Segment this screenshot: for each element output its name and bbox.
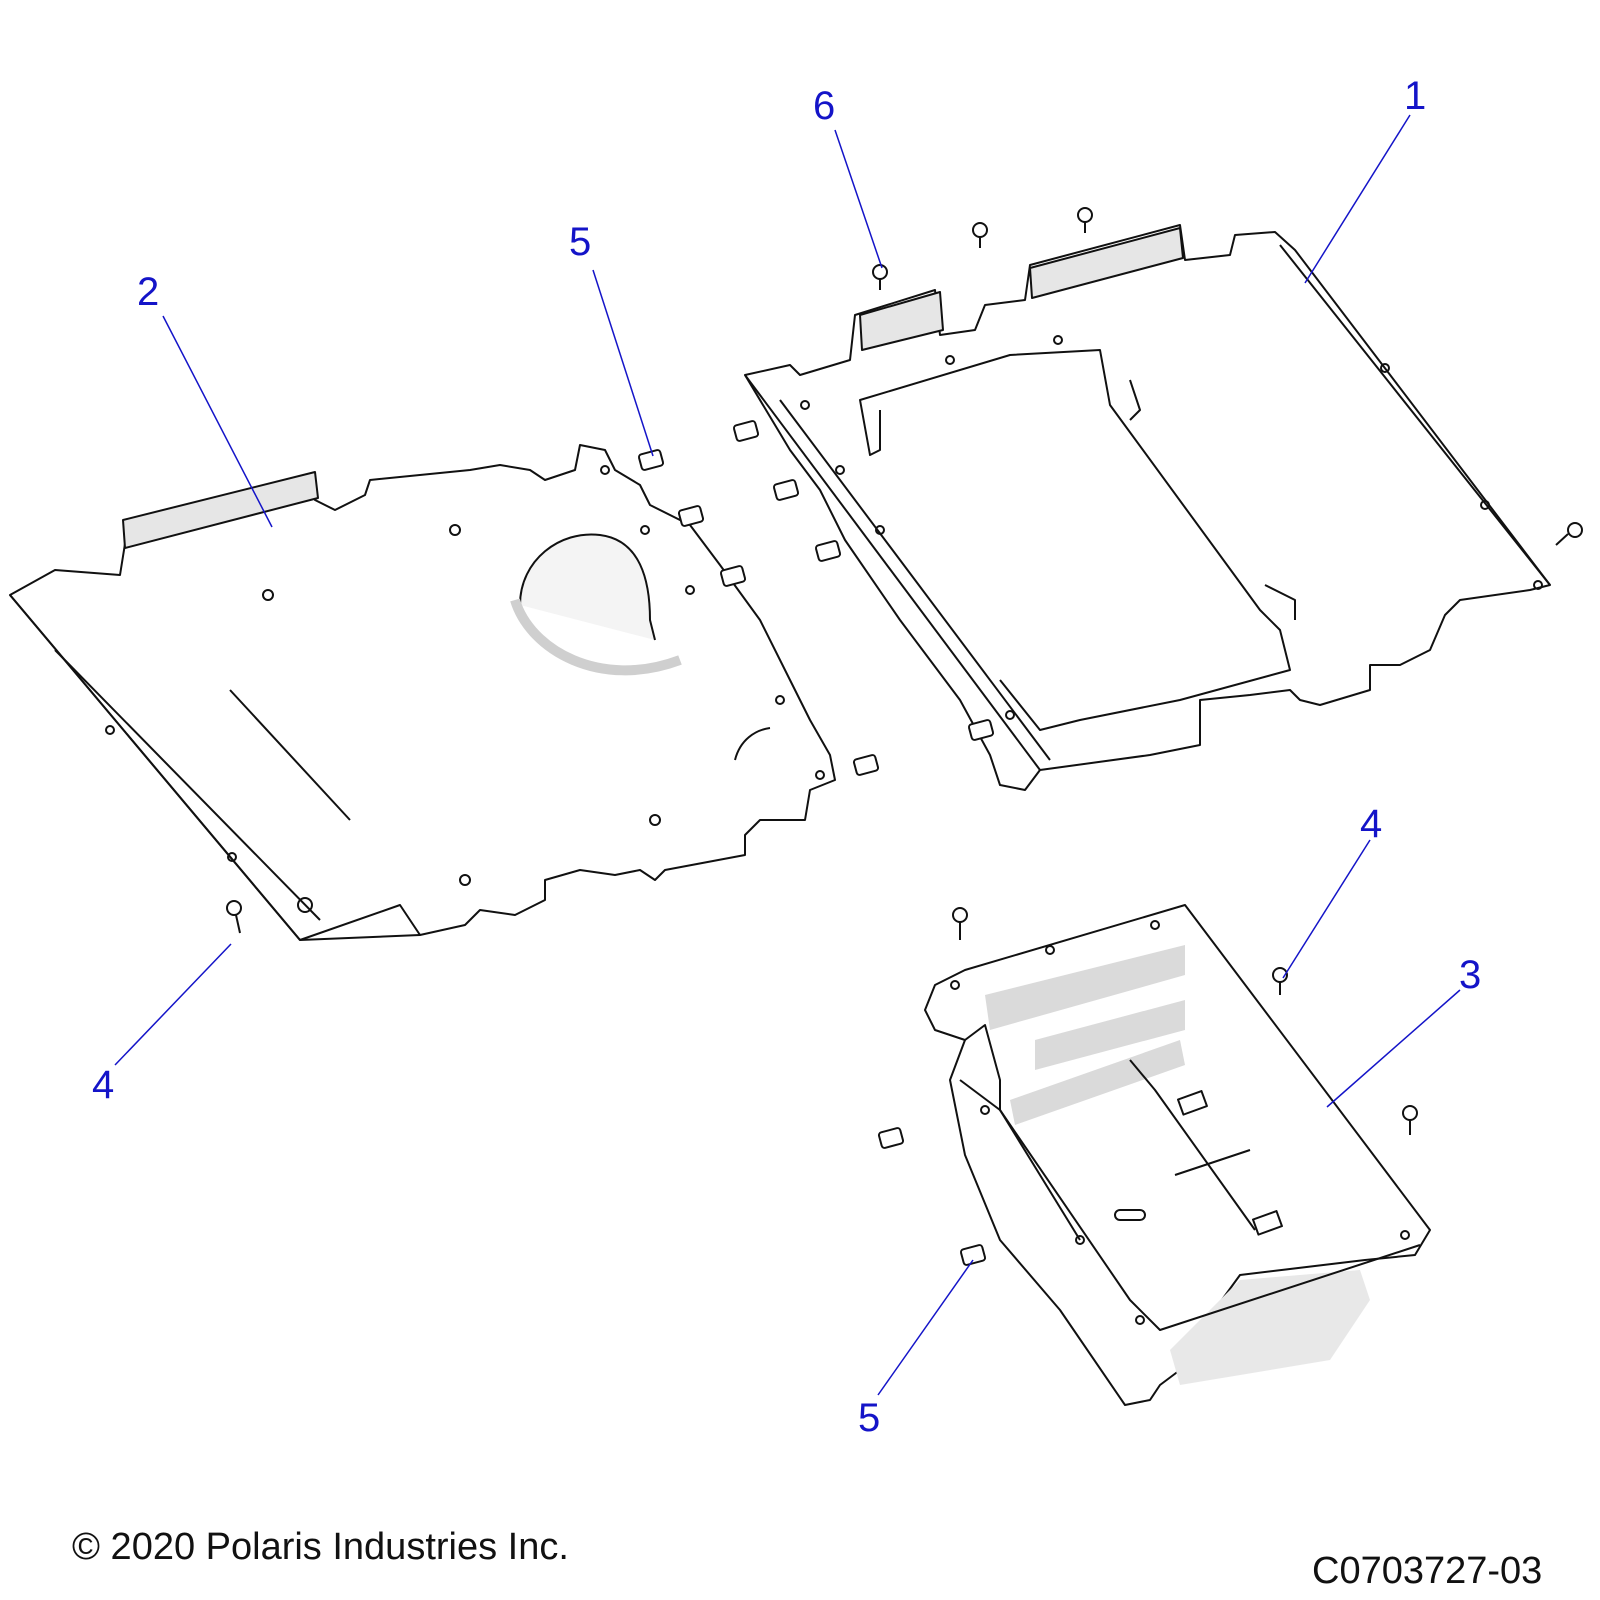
part-1-right-floor-panel [744, 224, 1551, 791]
callout-5-bottom: 5 [858, 1396, 881, 1440]
callout-1: 1 [1404, 74, 1427, 118]
callout-3: 3 [1459, 953, 1482, 997]
part-6-push-rivets [872, 207, 1093, 290]
copyright-notice: © 2020 Polaris Industries Inc. [72, 1526, 569, 1568]
callout-4-left: 4 [92, 1063, 115, 1107]
callout-6: 6 [813, 84, 836, 128]
callout-2: 2 [137, 270, 160, 314]
part-3-storage-tray [924, 904, 1431, 1406]
figure-code: C0703727-03 [1312, 1550, 1543, 1592]
leader-lines [114, 114, 1461, 1396]
part-5-clip-nuts [637, 420, 995, 1266]
part-2-left-floor-panel [9, 444, 836, 941]
part-4-screws [226, 522, 1583, 1135]
callout-4-right: 4 [1360, 802, 1383, 846]
callout-5-top: 5 [569, 220, 592, 264]
